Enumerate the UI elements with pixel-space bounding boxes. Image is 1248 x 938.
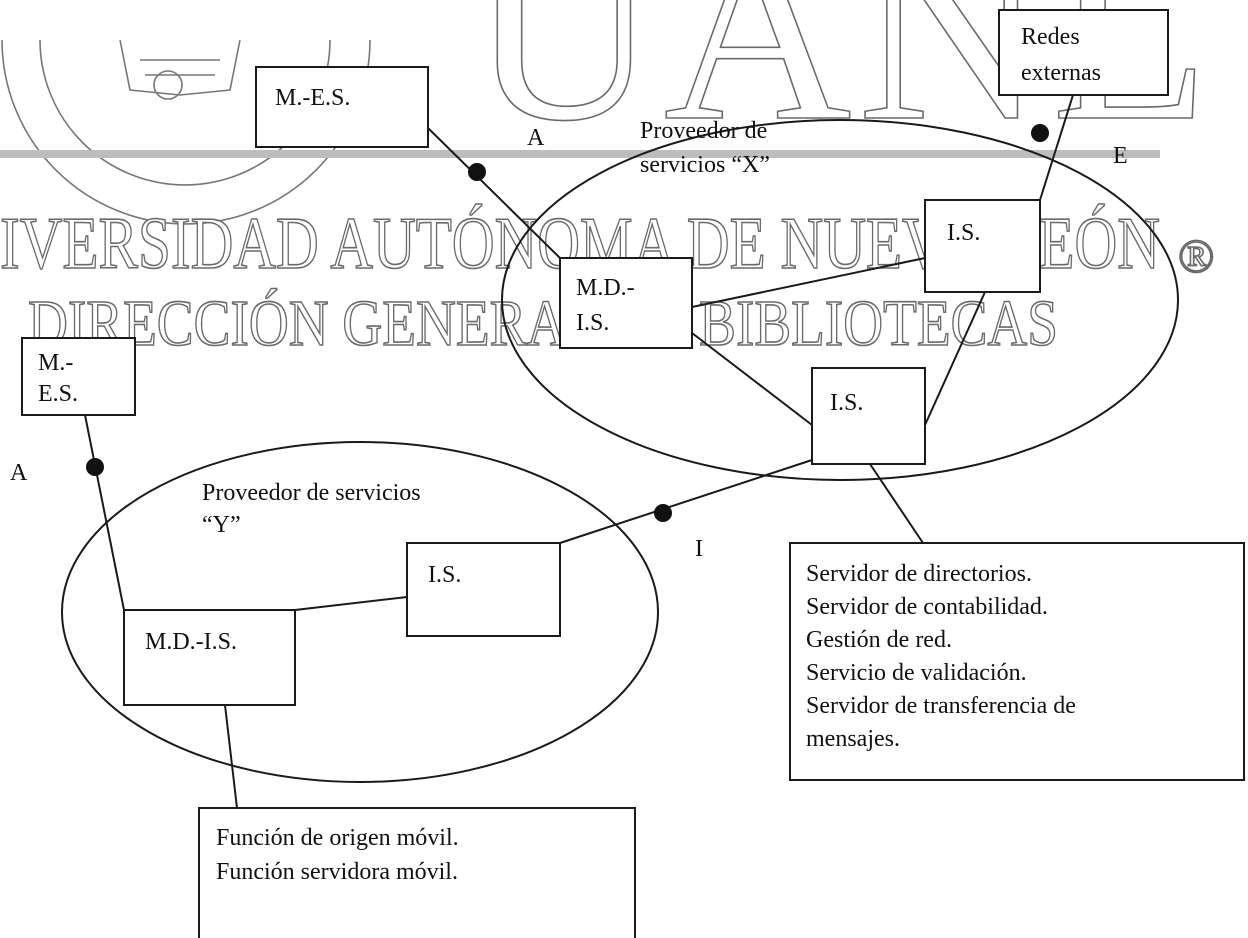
- note-right-line: mensajes.: [806, 726, 900, 752]
- watermark-line2: DIRECCIÓN GENERAL DE BIBLIOTECAS: [28, 287, 1058, 360]
- link-is-x-to-is-y: [559, 459, 813, 544]
- link-mdis-y-to-note: [224, 704, 238, 809]
- note-bottom-line: Función de origen móvil.: [216, 825, 459, 851]
- note-right-line: Gestión de red.: [806, 627, 952, 653]
- interface-a-left-dot: [86, 458, 104, 476]
- note-right-box: [789, 542, 1245, 781]
- note-bottom-lines: Función de origen móvil. Función servido…: [216, 825, 459, 885]
- node-mes-left-label-1: M.-: [38, 350, 73, 376]
- node-is-y-label: I.S.: [428, 562, 461, 588]
- provider-y-label-2: “Y”: [202, 512, 241, 538]
- node-is-x-bottom: [811, 367, 926, 465]
- node-is-x-bottom-label: I.S.: [830, 390, 863, 416]
- provider-y-label-1: Proveedor de servicios: [202, 480, 421, 506]
- provider-x-label-2: servicios “X”: [640, 152, 770, 178]
- link-mes-top-to-mdis-x: [427, 127, 561, 259]
- node-mes-left-label-2: E.S.: [38, 381, 78, 407]
- node-mdis-x: [559, 257, 693, 349]
- node-redes-label-1: Redes: [1021, 24, 1080, 50]
- interface-i-dot: [654, 504, 672, 522]
- note-bottom-box: [198, 807, 636, 938]
- watermark-bar: [0, 150, 1160, 158]
- node-mes-left: [21, 337, 136, 416]
- interface-e-label: E: [1113, 143, 1128, 169]
- note-bottom-line: Función servidora móvil.: [216, 859, 458, 885]
- node-mes-top-label: M.-E.S.: [275, 85, 350, 111]
- provider-x-ellipse: [501, 119, 1179, 481]
- link-is-y-to-mdis-y: [294, 596, 408, 611]
- note-right-line: Servicio de validación.: [806, 660, 1027, 686]
- node-is-x-top: [924, 199, 1041, 293]
- interface-a-top-dot: [468, 163, 486, 181]
- note-right-line: Servidor de transferencia de: [806, 693, 1076, 719]
- node-redes-label-2: externas: [1021, 60, 1101, 86]
- watermark-registered: ®: [1178, 230, 1214, 283]
- note-right-line: Servidor de contabilidad.: [806, 594, 1048, 620]
- node-redes-externas: [998, 9, 1169, 96]
- node-mes-top: [255, 66, 429, 148]
- provider-y-ellipse: [61, 441, 659, 783]
- node-is-y: [406, 542, 561, 637]
- node-is-x-top-label: I.S.: [947, 220, 980, 246]
- link-is-x-to-note: [869, 463, 924, 544]
- node-mdis-x-label-2: I.S.: [576, 310, 609, 336]
- note-right-line: Servidor de directorios.: [806, 561, 1032, 587]
- note-right-lines: Servidor de directorios. Servidor de con…: [806, 561, 1076, 752]
- node-mdis-y: [123, 609, 296, 706]
- link-is-x-to-redes: [1039, 94, 1074, 201]
- link-mes-left-to-mdis-y: [84, 414, 125, 611]
- link-mdis-x-to-is-x-top: [691, 257, 926, 308]
- interface-e-dot: [1031, 124, 1049, 142]
- link-is-x-top-to-is-x-bottom: [924, 291, 986, 426]
- link-mdis-x-to-is-x-bottom: [691, 332, 813, 426]
- interface-a-top-label: A: [527, 125, 545, 151]
- interface-a-left-label: A: [10, 460, 28, 486]
- interface-i-label: I: [695, 536, 703, 562]
- provider-x-label-1: Proveedor de: [640, 118, 767, 144]
- node-mdis-x-label-1: M.D.-: [576, 275, 635, 301]
- node-mdis-y-label: M.D.-I.S.: [145, 629, 237, 655]
